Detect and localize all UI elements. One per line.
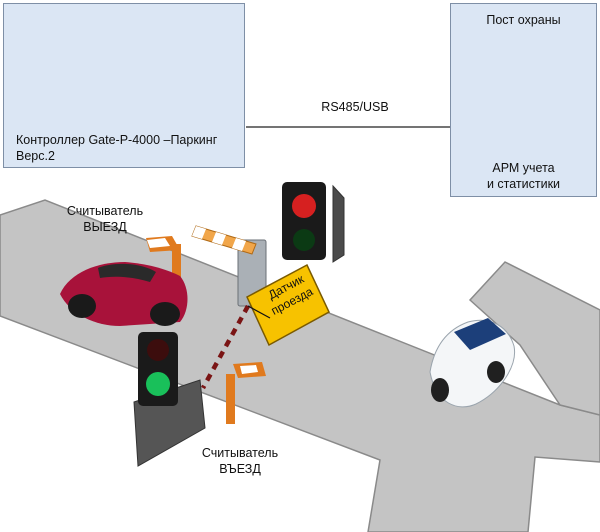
road-branch xyxy=(468,261,600,416)
workstation-label-line2: и статистики xyxy=(486,177,561,191)
guard-post-title: Пост охраны xyxy=(486,13,561,27)
exit-reader-post xyxy=(146,236,181,290)
barrier-gate xyxy=(191,225,267,307)
red-sports-car-image xyxy=(60,262,188,326)
link-label: RS485/USB xyxy=(321,100,389,114)
detection-beam xyxy=(201,304,250,390)
traffic-light-barrier xyxy=(282,182,345,263)
exit-reader-label-line2: ВЫЕЗД xyxy=(83,220,127,234)
entry-reader-label-line1: Считыватель xyxy=(201,446,279,460)
entry-reader-label-line2: ВЪЕЗД xyxy=(219,462,261,476)
controller-caption: Контроллер Gate-P-4000 –Паркинг Верс.2 xyxy=(16,133,218,163)
exit-reader-label-line1: Считыватель xyxy=(66,204,144,218)
entry-reader-post xyxy=(226,362,266,424)
white-electric-car-image xyxy=(429,318,516,408)
workstation-label-line1: АРМ учета xyxy=(492,161,555,175)
guard-post-box: Пост охраны АРМ учета и статистики xyxy=(450,3,597,197)
controller-box: Контроллер Gate-P-4000 –Паркинг Верс.2 xyxy=(3,3,245,168)
sensor-sign xyxy=(246,263,330,347)
traffic-light-entry xyxy=(133,332,206,467)
